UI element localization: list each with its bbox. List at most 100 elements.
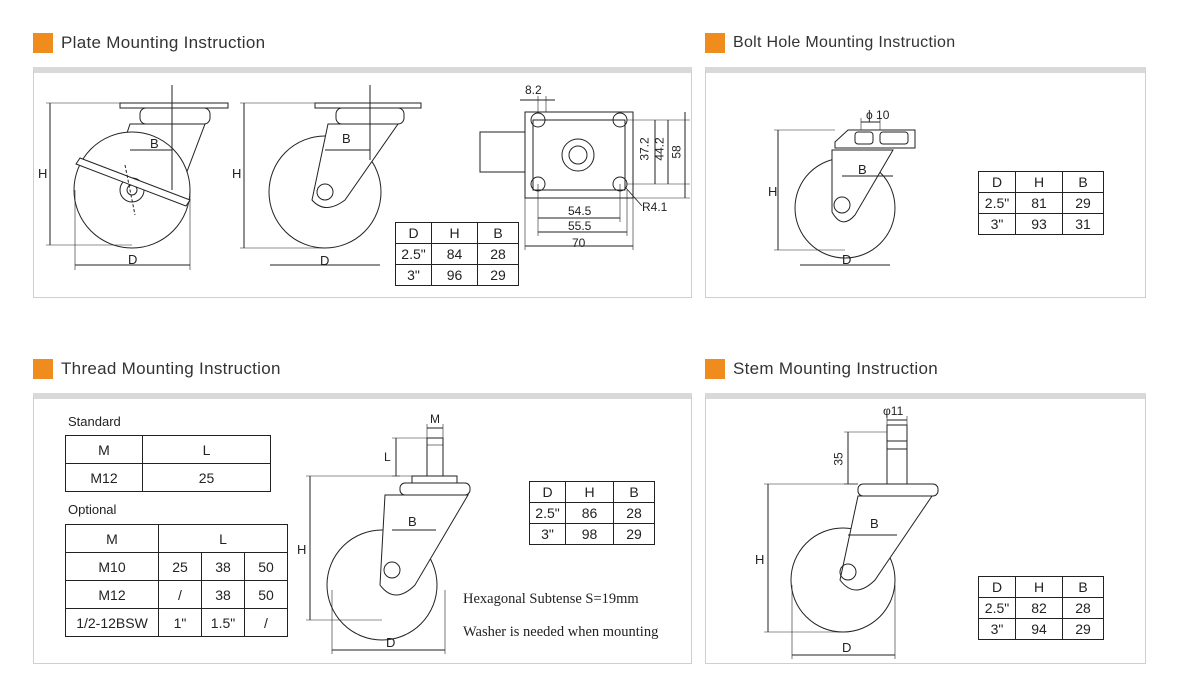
table-header-row: D H B [978, 171, 1104, 193]
orange-square-icon [705, 359, 725, 379]
dim-r4-1: R4.1 [642, 200, 668, 214]
table-header: L [158, 524, 288, 553]
optional-label: Optional [68, 502, 117, 517]
table-header: M [65, 435, 143, 464]
table-cell: 82 [1015, 597, 1063, 619]
standard-table: M L M12 25 [65, 435, 271, 492]
table-cell: M12 [65, 463, 143, 492]
stem-phi-label: φ11 [883, 404, 904, 418]
table-cell: 28 [477, 243, 519, 265]
plate-title-text: Plate Mounting Instruction [61, 33, 266, 52]
table-row: 3" 93 31 [978, 213, 1104, 235]
plate-section-title: Plate Mounting Instruction [33, 33, 265, 53]
table-row: M12 / 38 50 [65, 580, 288, 609]
table-cell: 1.5" [201, 608, 245, 637]
table-header-row: D H B [978, 576, 1104, 598]
stem-b-label: B [870, 516, 879, 531]
bolt-title-text: Bolt Hole Mounting Instruction [733, 34, 956, 51]
table-row: M10 25 38 50 [65, 552, 288, 581]
table-row: 1/2-12BSW 1" 1.5" / [65, 608, 288, 637]
table-header-row: D H B [529, 481, 655, 503]
table-cell: 29 [1062, 618, 1104, 640]
optional-table: M L M10 25 38 50 M12 / 38 50 1/2-12BSW 1… [65, 524, 288, 637]
bolt-section-title: Bolt Hole Mounting Instruction [705, 33, 955, 53]
table-cell: 3" [978, 618, 1016, 640]
plate-spec-table: D H B 2.5" 84 28 3" 96 29 [395, 222, 519, 286]
table-row: 3" 98 29 [529, 523, 655, 545]
table-cell: 29 [613, 523, 655, 545]
orange-square-icon [33, 359, 53, 379]
table-cell: 31 [1062, 213, 1104, 235]
thread-m-label: M [430, 412, 440, 426]
table-header-row: M L [65, 435, 271, 464]
thread-b-label: B [408, 514, 417, 529]
bolt-b-label: B [858, 162, 867, 177]
table-cell: 96 [431, 264, 478, 286]
stem-title-text: Stem Mounting Instruction [733, 359, 938, 378]
orange-square-icon [705, 33, 725, 53]
table-cell: 28 [613, 502, 655, 524]
table-row: 2.5" 82 28 [978, 597, 1104, 619]
dim-8-2: 8.2 [525, 83, 542, 97]
table-cell: 50 [244, 552, 288, 581]
table-cell: 25 [142, 463, 271, 492]
swivel-b-label: B [342, 131, 351, 146]
table-row: 3" 96 29 [395, 264, 519, 286]
dim-54-5: 54.5 [568, 204, 592, 218]
table-cell: 84 [431, 243, 478, 265]
table-cell: 3" [529, 523, 566, 545]
table-cell: 86 [565, 502, 614, 524]
swivel-h-label: H [232, 166, 242, 181]
thread-section-title: Thread Mounting Instruction [33, 359, 281, 379]
stem-section-title: Stem Mounting Instruction [705, 359, 938, 379]
stem-35-label: 35 [831, 452, 846, 466]
table-header: D [978, 576, 1016, 598]
plate-b-label: B [150, 136, 159, 151]
table-cell: / [158, 580, 202, 609]
table-cell: 98 [565, 523, 614, 545]
table-cell: / [244, 608, 288, 637]
table-cell: 1" [158, 608, 202, 637]
table-row: 3" 94 29 [978, 618, 1104, 640]
thread-title-text: Thread Mounting Instruction [61, 359, 281, 378]
table-cell: 2.5" [978, 597, 1016, 619]
thread-h-label: H [297, 542, 307, 557]
table-cell: M10 [65, 552, 159, 581]
table-cell: 2.5" [529, 502, 566, 524]
bolt-spec-table: D H B 2.5" 81 29 3" 93 31 [978, 171, 1104, 235]
table-cell: 28 [1062, 597, 1104, 619]
hexagonal-note: Hexagonal Subtense S=19mm [463, 591, 639, 607]
table-cell: 50 [244, 580, 288, 609]
table-cell: 29 [477, 264, 519, 286]
bolt-h-label: H [768, 184, 778, 199]
table-row: 2.5" 84 28 [395, 243, 519, 265]
stem-h-label: H [755, 552, 765, 567]
dim-70: 70 [572, 236, 586, 250]
swivel-d-label: D [320, 253, 330, 268]
table-cell: 3" [978, 213, 1016, 235]
bolt-phi-label: ϕ 10 [866, 108, 890, 122]
table-cell: 25 [158, 552, 202, 581]
table-header: H [1015, 576, 1063, 598]
dim-55-5: 55.5 [568, 219, 592, 233]
plate-h-label: H [38, 166, 48, 181]
table-cell: 94 [1015, 618, 1063, 640]
orange-square-icon [33, 33, 53, 53]
bolt-d-label: D [842, 252, 852, 267]
thread-spec-table: D H B 2.5" 86 28 3" 98 29 [529, 481, 655, 545]
washer-note: Washer is needed when mounting [463, 624, 659, 640]
table-header: B [1062, 576, 1104, 598]
table-cell: 1/2-12BSW [65, 608, 159, 637]
thread-d-label: D [386, 635, 396, 650]
standard-label: Standard [68, 414, 121, 429]
thread-l-label: L [384, 450, 391, 464]
table-row: 2.5" 86 28 [529, 502, 655, 524]
plate-d-label: D [128, 252, 138, 267]
table-cell: 38 [201, 580, 245, 609]
